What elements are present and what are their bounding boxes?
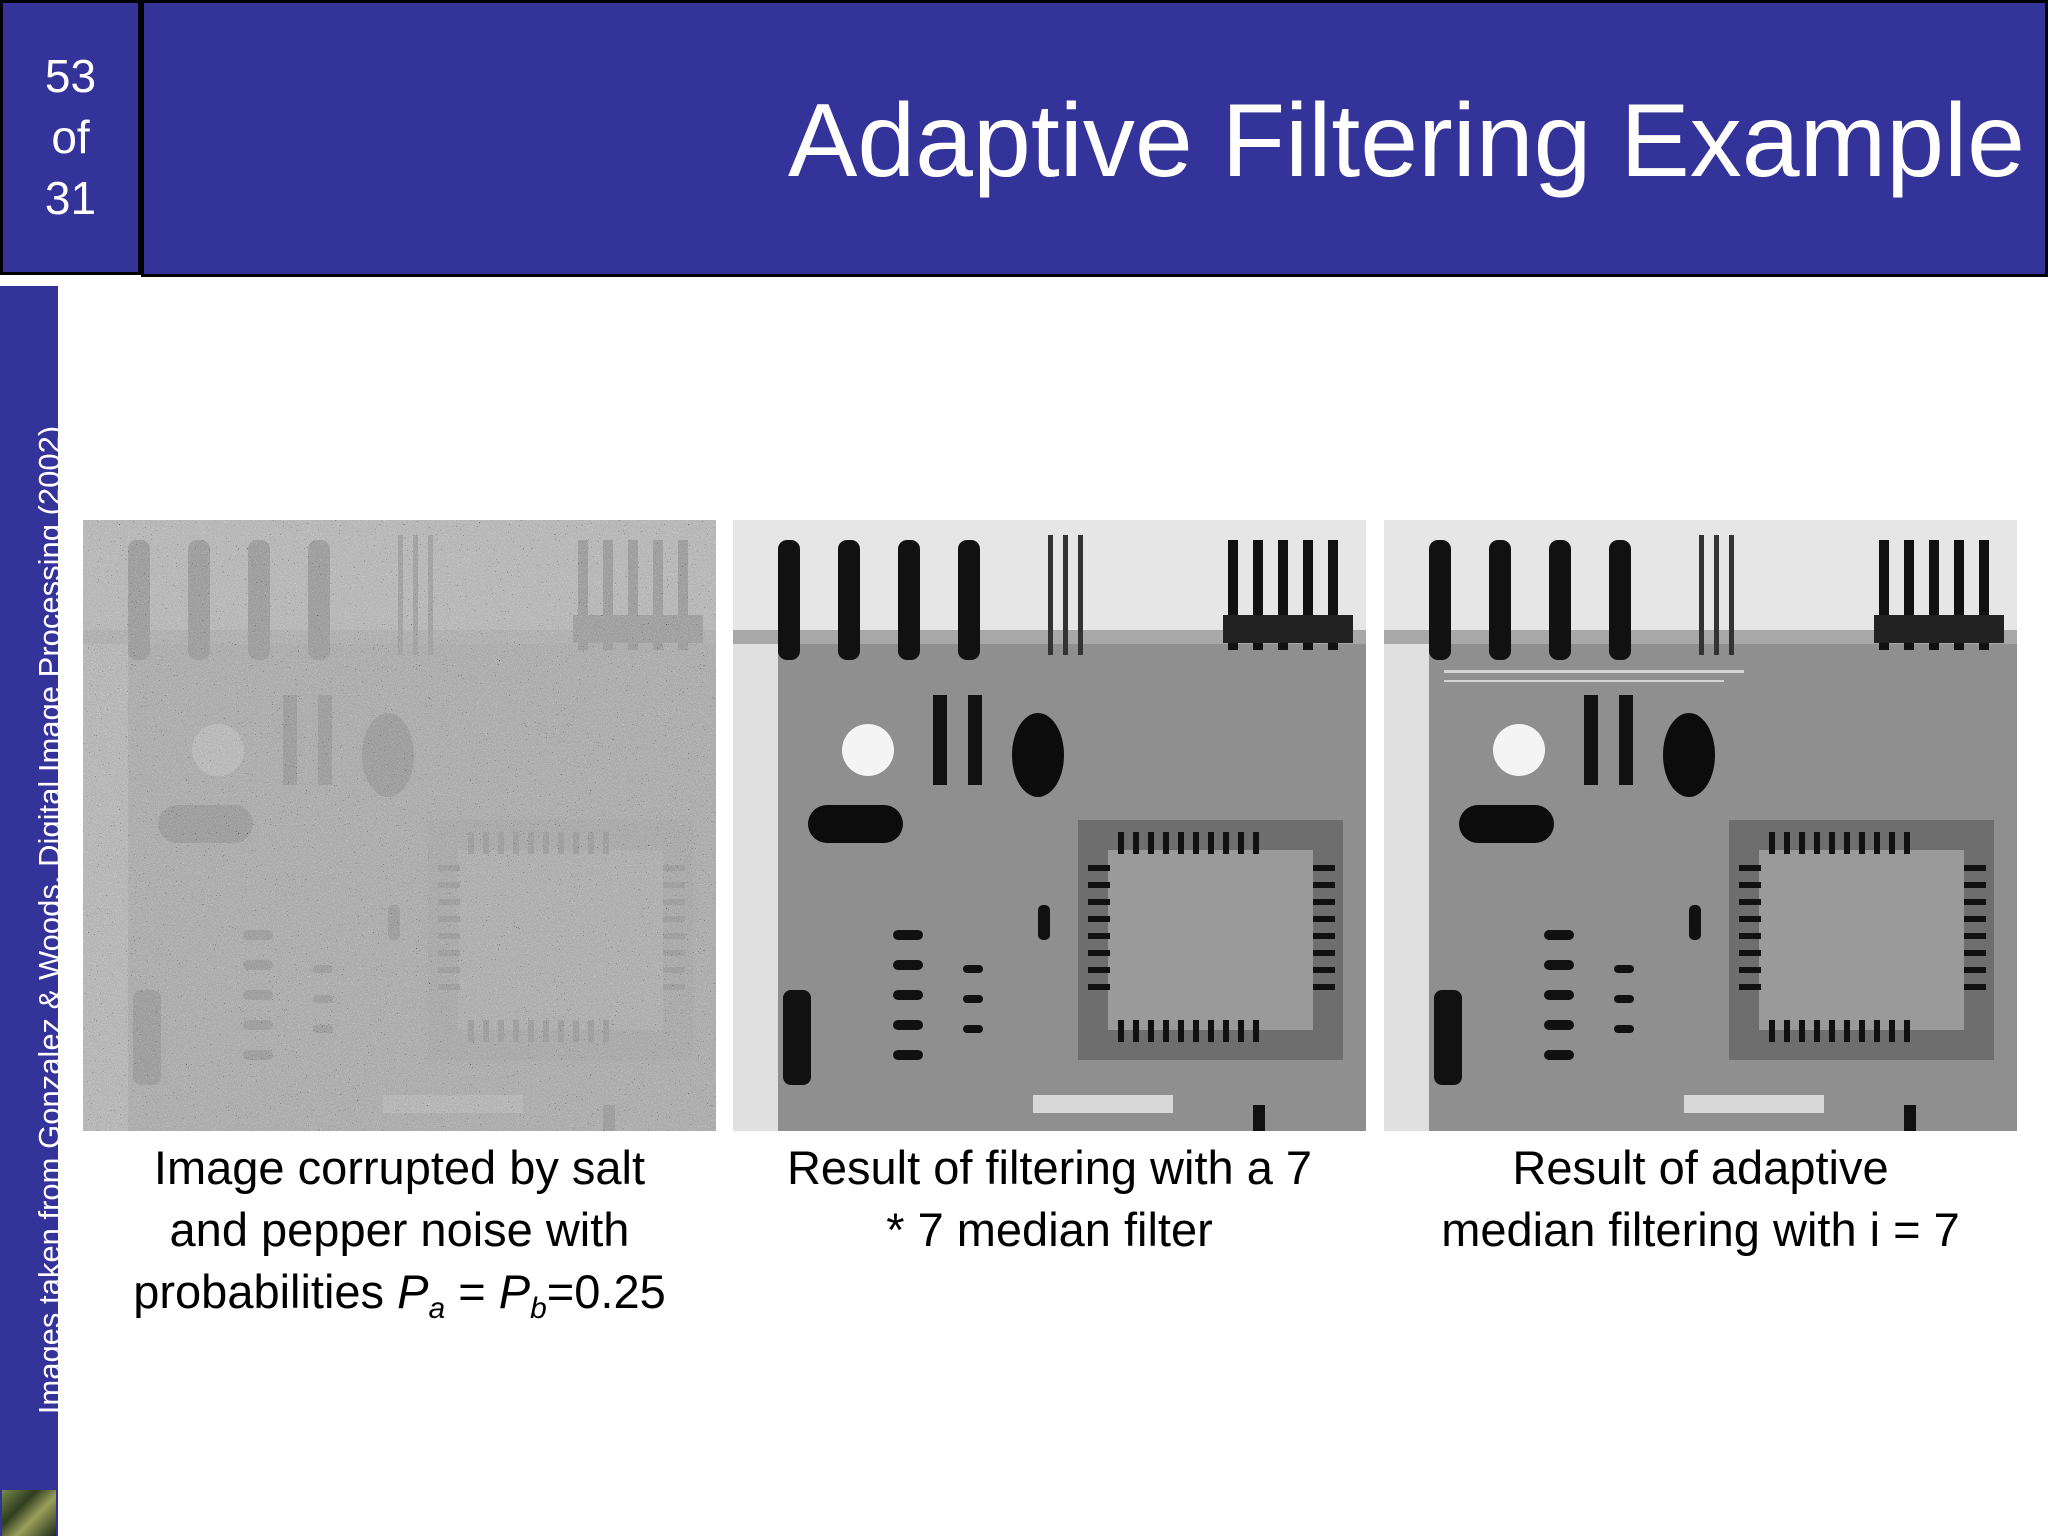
- var-pb: P: [498, 1265, 531, 1318]
- image-credit: Images taken from Gonzalez & Woods, Digi…: [32, 425, 67, 1415]
- page-number-box: 53 of 31: [0, 0, 141, 275]
- page-of-label: of: [51, 111, 90, 163]
- corner-logo-image: [2, 1490, 56, 1536]
- median-filtered-image: [733, 520, 1366, 1131]
- page-total: 31: [44, 172, 97, 224]
- caption-noisy-line2: and pepper noise with: [169, 1203, 630, 1256]
- sub-a: a: [428, 1292, 446, 1325]
- adaptive-filtered-image: [1384, 520, 2017, 1131]
- caption-noisy-eq: =: [445, 1265, 499, 1318]
- caption-median: Result of filtering with a 7 * 7 median …: [733, 1137, 1366, 1261]
- caption-noisy-line1: Image corrupted by salt: [153, 1141, 646, 1194]
- caption-noisy: Image corrupted by salt and pepper noise…: [83, 1137, 716, 1325]
- caption-median-line1: Result of filtering with a 7: [786, 1141, 1313, 1194]
- caption-median-line2: * 7 median filter: [886, 1203, 1213, 1256]
- page-number: 53: [44, 50, 97, 102]
- caption-adaptive: Result of adaptive median filtering with…: [1384, 1137, 2017, 1261]
- adaptive-filtered-graphic: [1384, 520, 2017, 1131]
- side-strip: [0, 286, 58, 1536]
- caption-noisy-prefix: probabilities: [133, 1265, 398, 1318]
- noisy-image-graphic: [83, 520, 716, 1131]
- caption-adaptive-line1: Result of adaptive: [1512, 1141, 1889, 1194]
- title-bar: Adaptive Filtering Example: [141, 0, 2048, 277]
- var-pa: P: [397, 1265, 429, 1318]
- sub-b: b: [530, 1292, 547, 1325]
- caption-noisy-line3: probabilities Pa = Pb=0.25: [83, 1261, 716, 1325]
- page-title: Adaptive Filtering Example: [787, 83, 2025, 199]
- caption-noisy-value: =0.25: [546, 1265, 666, 1318]
- caption-adaptive-line2: median filtering with i = 7: [1441, 1203, 1960, 1256]
- noisy-image: [83, 520, 716, 1131]
- median-filtered-graphic: [733, 520, 1366, 1131]
